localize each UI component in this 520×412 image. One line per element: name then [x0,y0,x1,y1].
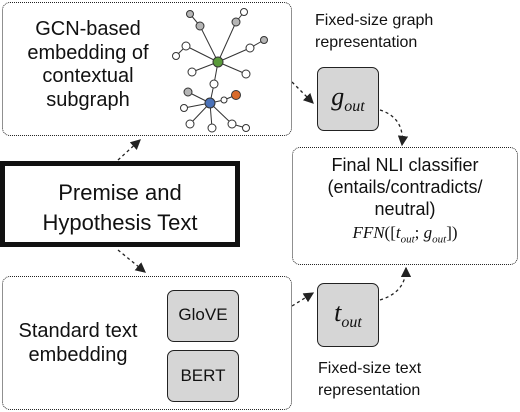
gcn-label-line: embedding of [27,41,149,64]
premise-hypothesis-box [0,161,240,247]
text-embedding-box [2,276,292,410]
g-out-label: gout [317,82,379,117]
text-embedding-label: Standard text embedding [4,320,152,367]
g-out-box [317,67,379,131]
caption-line: Fixed-size graph [315,12,434,29]
graph-representation-caption: Fixed-size graph representation [315,12,515,53]
glove-label: GloVE [178,305,228,324]
nli-classifier-label: Final NLI classifier (entails/contradict… [292,155,518,247]
arrow-premise-to-text [117,249,147,273]
arrow-tout-to-classifier [379,266,412,301]
text-embedding-line: embedding [28,343,128,366]
glove-box [167,290,239,342]
premise-line: Premise and [58,180,182,205]
premise-hypothesis-label: Premise and Hypothesis Text [0,178,240,237]
g-out-sub: out [344,98,365,116]
formula-g-sub: out [432,233,447,246]
bert-box [167,350,239,402]
formula-sep: ; [414,222,424,242]
premise-line: Hypothesis Text [42,209,198,235]
gcn-label-line: GCN-based [35,18,141,40]
arrow-text-to-tout [291,292,315,307]
formula-g: g [423,222,433,242]
text-representation-caption: Fixed-size text representation [318,360,518,401]
gcn-label-line: contextual [42,65,134,88]
nli-classifier-box [292,147,518,265]
t-out-sub: out [341,314,362,332]
gcn-embedding-label: GCN-based embedding of contextual subgra… [8,18,168,112]
caption-line: representation [315,33,418,51]
text-embedding-line: Standard text [18,320,138,342]
formula-t: t [395,222,401,242]
formula-open: ([ [384,222,396,242]
bert-label: BERT [180,366,226,385]
caption-line: Fixed-size text [318,360,422,377]
classifier-formula: FFN([tout; gout]) [292,223,518,247]
t-out-label: tout [317,298,379,333]
arrow-premise-to-gcn [117,139,141,161]
arrow-gcn-to-gout [291,81,314,104]
caption-line: representation [318,381,421,399]
classifier-line: (entails/contradicts/ [327,176,483,197]
gcn-label-line: subgraph [46,88,130,111]
formula-t-sub: out [400,233,415,246]
arrow-gout-to-classifier [379,109,409,147]
t-out-base: t [334,298,342,327]
formula-func: FFN [352,222,385,242]
classifier-line: Final NLI classifier [331,155,479,175]
formula-close: ]) [446,222,458,242]
g-out-base: g [331,82,345,111]
t-out-box [317,283,379,347]
classifier-line: neutral) [374,198,436,219]
